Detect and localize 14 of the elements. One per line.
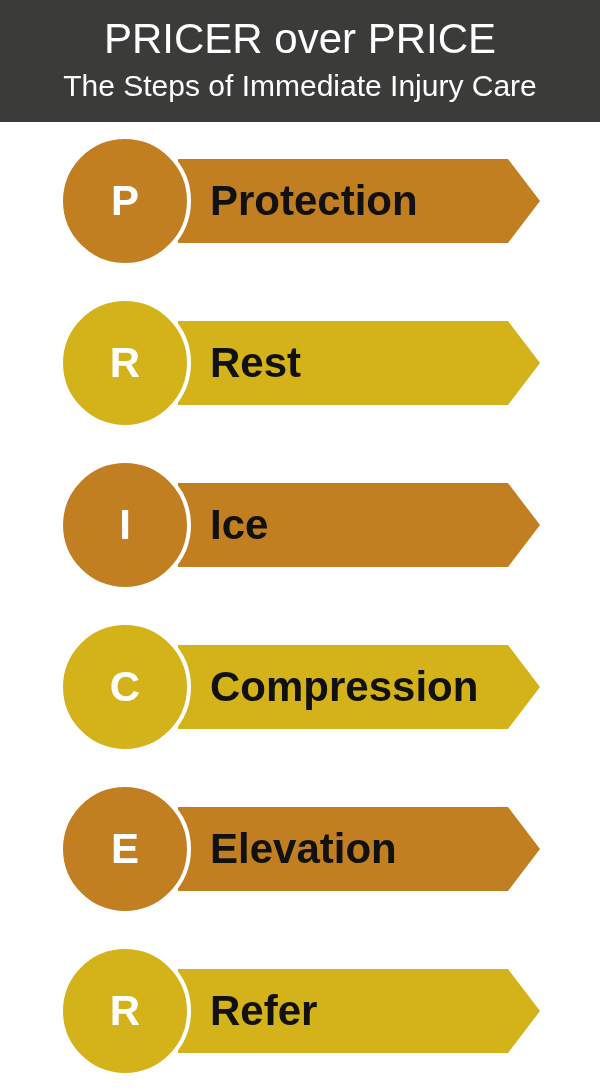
arrow-banner [178,321,540,405]
step-label: Elevation [210,824,397,874]
step-label: Compression [210,662,479,712]
arrow-banner [178,969,540,1053]
arrow-banner [178,645,540,729]
arrow-banner [178,483,540,567]
arrow-banner [178,159,540,243]
step-label: Refer [210,986,318,1036]
subtitle: The Steps of Immediate Injury Care [63,68,537,104]
step-label: Rest [210,338,302,388]
step-label: Protection [210,176,418,226]
arrow-banner [178,807,540,891]
title: PRICER over PRICE [103,14,497,64]
step-label: Ice [210,500,269,550]
